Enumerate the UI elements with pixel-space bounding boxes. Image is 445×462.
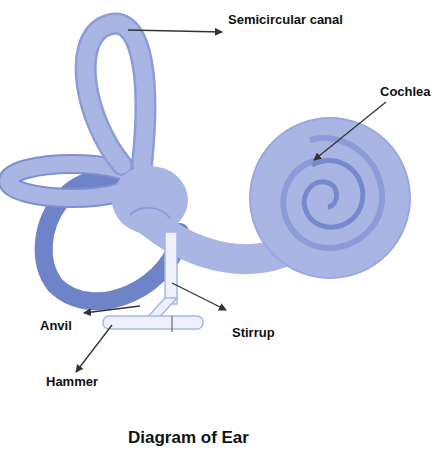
vestibule-shade bbox=[130, 208, 170, 218]
part-label: Hammer bbox=[46, 374, 98, 390]
leader-line bbox=[84, 306, 140, 313]
leader-line bbox=[76, 325, 112, 372]
cochlea-spiral-outer bbox=[283, 138, 382, 248]
stirrup-shaft bbox=[165, 232, 177, 304]
ossicle-line bbox=[172, 316, 173, 332]
leader-line bbox=[128, 30, 222, 32]
part-label: Semicircular canal bbox=[228, 12, 343, 28]
leader-line bbox=[314, 102, 386, 160]
hammer-bone bbox=[103, 316, 203, 329]
vestibule bbox=[112, 166, 188, 234]
part-label: Stirrup bbox=[232, 325, 275, 341]
part-label: Cochlea bbox=[380, 84, 431, 100]
superior-canal-outline bbox=[86, 24, 146, 165]
diagram-caption: Diagram of Ear bbox=[128, 428, 249, 448]
cochlea-spiral-inner bbox=[304, 160, 362, 227]
part-label: Anvil bbox=[40, 318, 72, 334]
leader-line bbox=[172, 283, 226, 310]
cochlea-shell bbox=[250, 118, 410, 278]
superior-canal bbox=[86, 24, 146, 165]
